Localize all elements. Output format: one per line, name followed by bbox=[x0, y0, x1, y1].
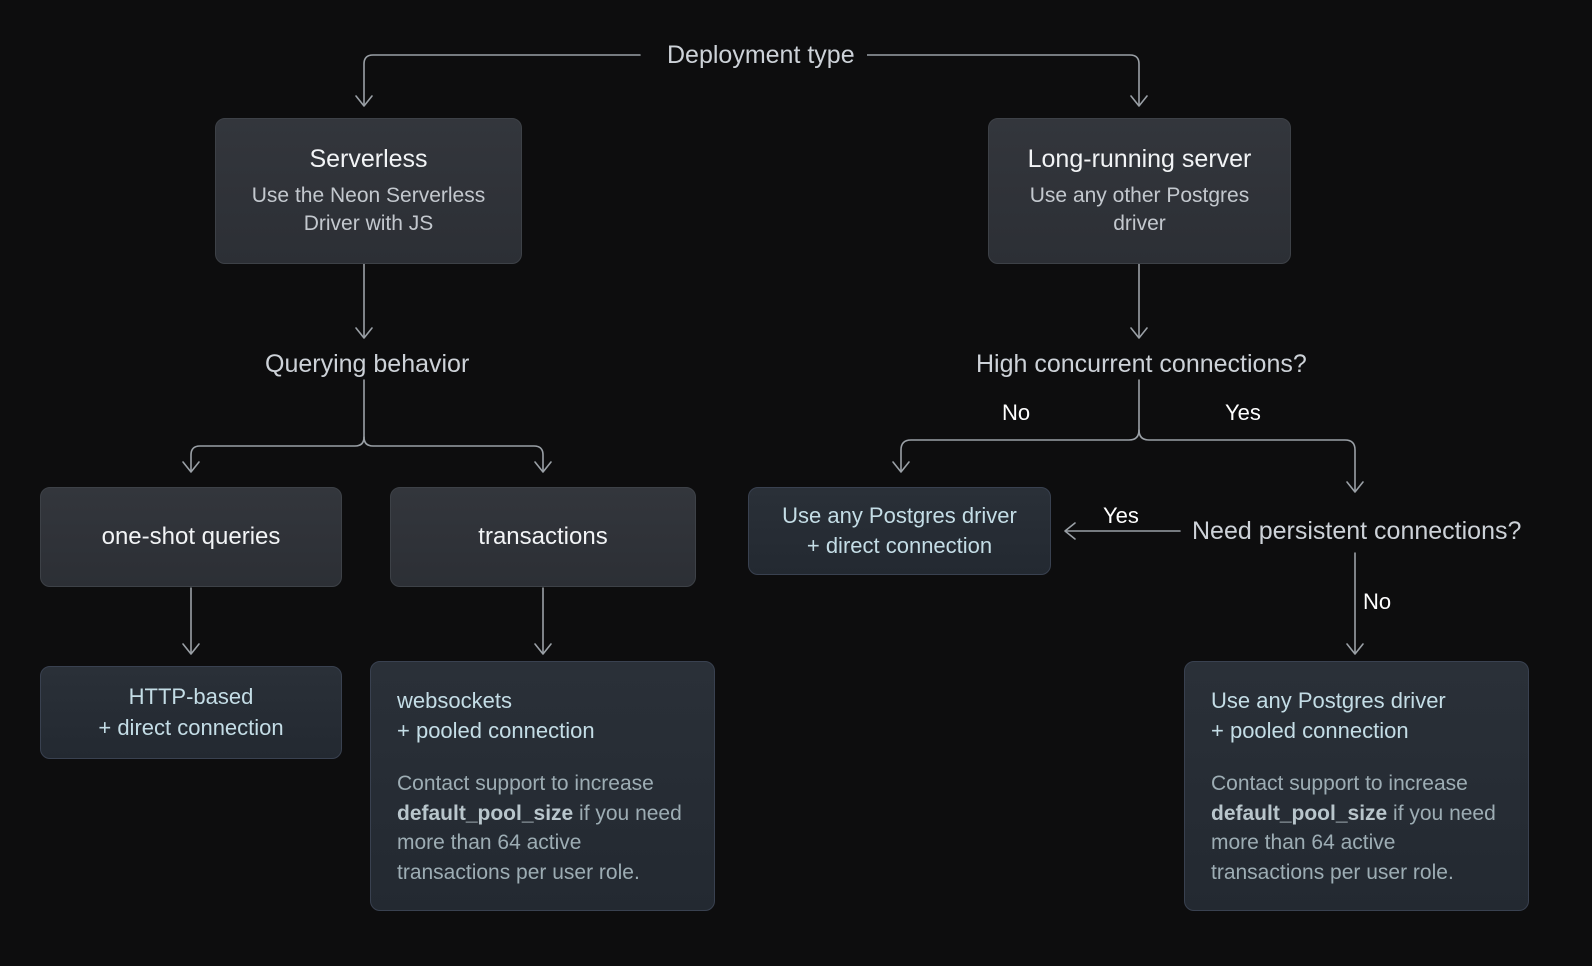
node-long-running-server[interactable]: Long-running server Use any other Postgr… bbox=[988, 118, 1291, 264]
edge-label-persistent-yes: Yes bbox=[1103, 503, 1139, 528]
node-serverless-subtitle: Use the Neon Serverless Driver with JS bbox=[251, 183, 486, 236]
edge-concurrent-no bbox=[900, 379, 1140, 471]
arrowhead-longrunning-to-concurrent bbox=[1130, 327, 1148, 339]
arrowhead-transactions-to-websockets bbox=[534, 643, 552, 655]
root-label: Deployment type bbox=[655, 43, 867, 68]
node-websockets-body: Contact support to increase default_pool… bbox=[397, 769, 688, 888]
node-websockets-line2: + pooled connection bbox=[397, 718, 595, 744]
arrowhead-persistent-no bbox=[1346, 643, 1364, 655]
decision-need-persistent-connections: Need persistent connections? bbox=[1192, 517, 1522, 545]
node-one-shot-queries-title: one-shot queries bbox=[101, 523, 281, 550]
node-pg-pooled-line1: Use any Postgres driver bbox=[1211, 688, 1446, 713]
node-long-running-subtitle: Use any other Postgres driver bbox=[1029, 183, 1250, 236]
edge-root-to-longrunning bbox=[861, 54, 1140, 105]
node-serverless[interactable]: Serverless Use the Neon Serverless Drive… bbox=[215, 118, 522, 264]
edge-querying-split bbox=[190, 379, 365, 471]
node-transactions-title: transactions bbox=[478, 523, 608, 550]
node-websockets-body-before: Contact support to increase bbox=[397, 771, 654, 795]
node-pg-pooled-line2: + pooled connection bbox=[1211, 718, 1409, 744]
node-postgres-pooled-connection[interactable]: Use any Postgres driver + pooled connect… bbox=[1184, 661, 1529, 911]
arrowhead-oneshot-to-http bbox=[182, 643, 200, 655]
node-http-direct-connection[interactable]: HTTP-based + direct connection bbox=[40, 666, 342, 759]
node-serverless-title: Serverless bbox=[309, 144, 428, 173]
node-websockets-body-after: if you need more than 64 active transact… bbox=[397, 801, 682, 885]
node-pg-pooled-body-code: default_pool_size bbox=[1211, 801, 1388, 825]
edge-label-concurrent-yes: Yes bbox=[1225, 400, 1261, 425]
edge-querying-split-right bbox=[363, 436, 544, 471]
node-http-direct-line1: HTTP-based bbox=[128, 684, 254, 710]
edge-label-concurrent-no: No bbox=[1002, 400, 1031, 425]
node-websockets-pooled[interactable]: websockets + pooled connection Contact s… bbox=[370, 661, 715, 911]
node-long-running-title: Long-running server bbox=[1027, 144, 1252, 173]
edge-concurrent-yes bbox=[1138, 429, 1356, 491]
node-one-shot-queries[interactable]: one-shot queries bbox=[40, 487, 342, 587]
arrowhead-persistent-yes bbox=[1064, 522, 1076, 540]
arrowhead-serverless-to-querying bbox=[355, 327, 373, 339]
decision-high-concurrent-connections: High concurrent connections? bbox=[976, 350, 1307, 378]
arrowhead-root-to-longrunning bbox=[1130, 95, 1148, 107]
node-pg-pooled-body-after: if you need more than 64 active transact… bbox=[1211, 801, 1496, 885]
node-websockets-body-code: default_pool_size bbox=[397, 801, 574, 825]
edge-root-to-serverless bbox=[363, 54, 641, 105]
arrowhead-querying-to-oneshot bbox=[182, 461, 200, 473]
arrowhead-root-to-serverless bbox=[355, 95, 373, 107]
node-transactions[interactable]: transactions bbox=[390, 487, 696, 587]
arrowhead-querying-to-transactions bbox=[534, 461, 552, 473]
node-http-direct-line2: + direct connection bbox=[98, 714, 284, 740]
arrowhead-concurrent-no bbox=[892, 461, 910, 473]
node-websockets-line1: websockets bbox=[397, 688, 512, 713]
node-pg-pooled-body: Contact support to increase default_pool… bbox=[1211, 769, 1502, 888]
node-postgres-direct-connection[interactable]: Use any Postgres driver + direct connect… bbox=[748, 487, 1051, 575]
node-pg-direct-line1: Use any Postgres driver bbox=[782, 502, 1017, 528]
node-pg-direct-line2: + direct connection bbox=[806, 533, 993, 558]
edge-label-persistent-no: No bbox=[1363, 589, 1392, 614]
arrowhead-concurrent-yes bbox=[1346, 481, 1364, 493]
decision-querying-behavior: Querying behavior bbox=[265, 350, 470, 378]
node-pg-pooled-body-before: Contact support to increase bbox=[1211, 771, 1468, 795]
